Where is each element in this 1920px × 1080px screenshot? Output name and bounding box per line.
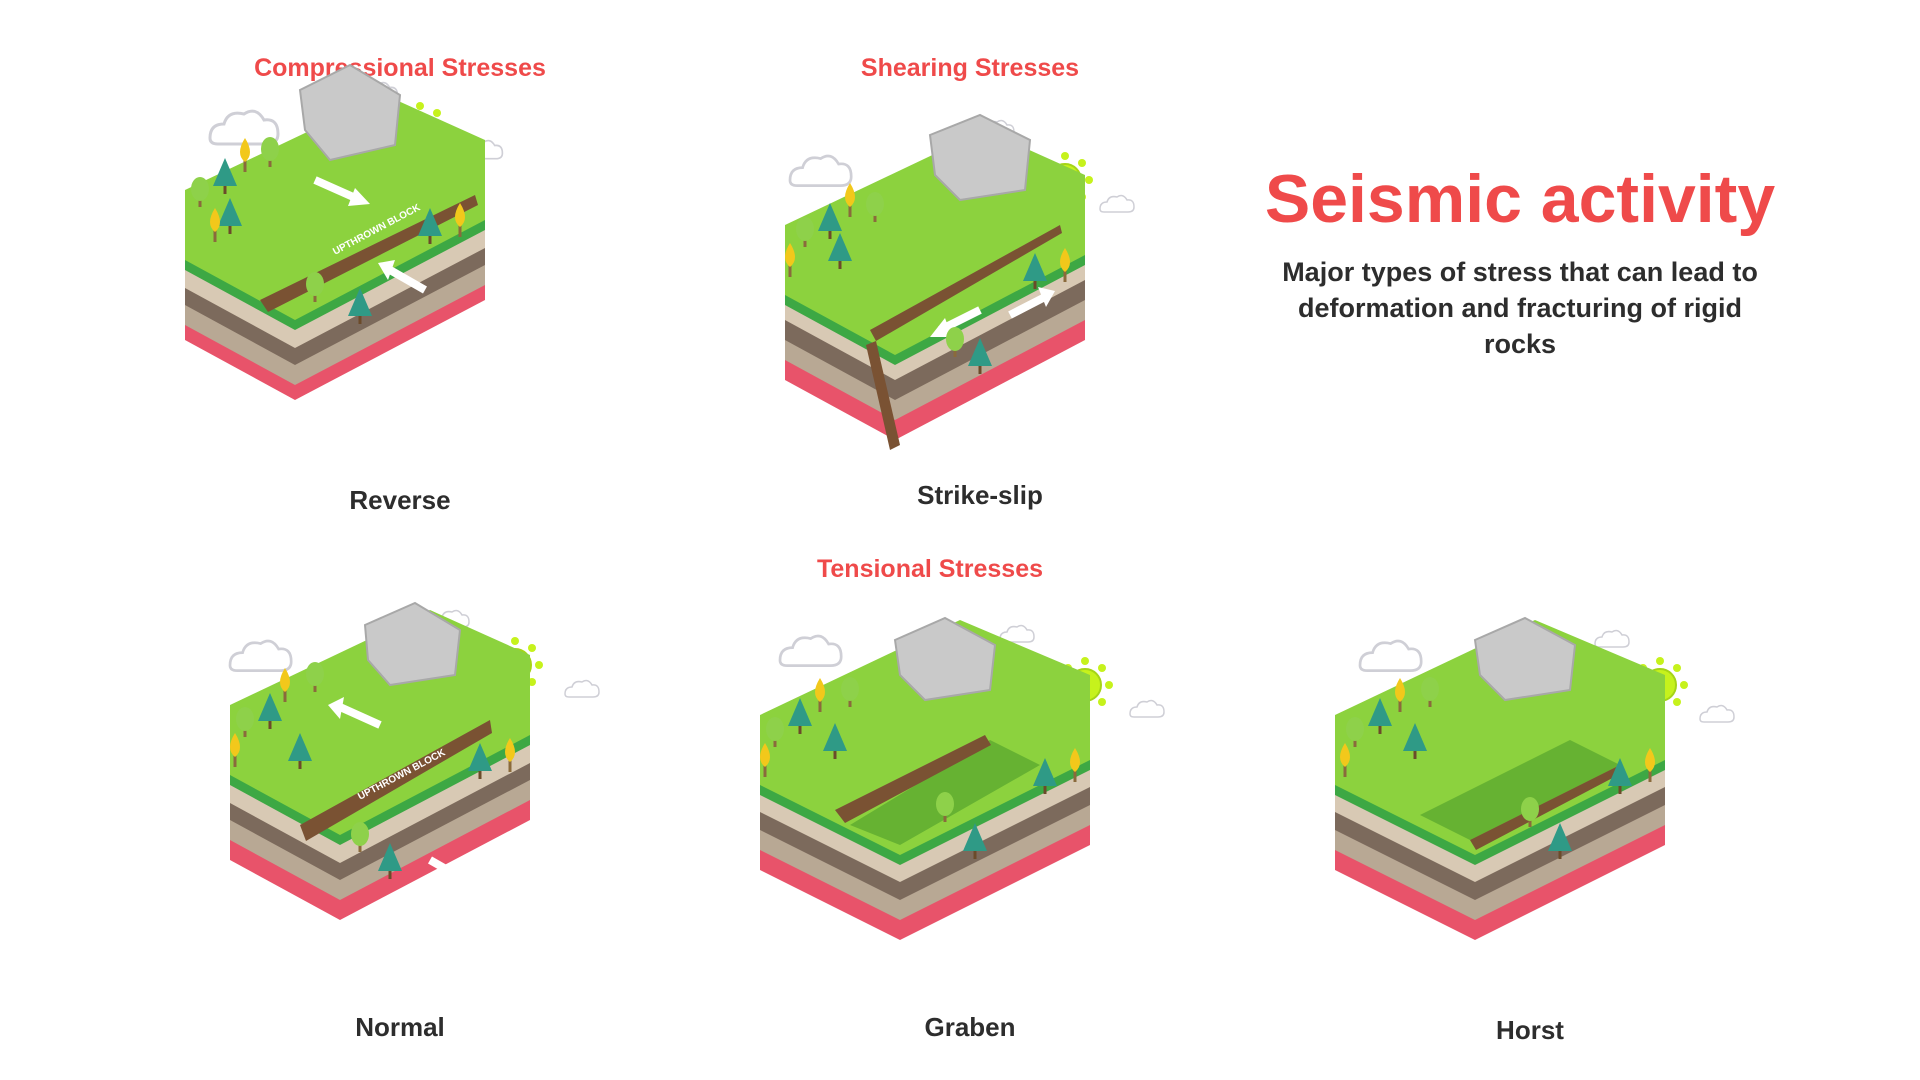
strike-slip-fault-diagram — [785, 113, 1135, 450]
tensional-stresses-heading: Tensional Stresses — [816, 555, 1044, 583]
reverse-fault-label: Reverse — [349, 485, 451, 515]
reverse-downthrown-block-label: DOWNTHROWN BLOCK — [391, 349, 498, 413]
normal-fault-diagram: UPTHROWN BLOCK DOWNTHROWN BLOCK — [228, 601, 600, 935]
normal-fault-label: Normal — [355, 1012, 445, 1042]
horst-fault-diagram — [1335, 616, 1735, 940]
graben-fault-label: Graben — [924, 1012, 1016, 1042]
page-title: Seismic activity — [1264, 161, 1776, 237]
compressional-stresses-heading: Compressional Stresses — [254, 54, 546, 82]
horst-fault-label: Horst — [1496, 1015, 1564, 1045]
graben-fault-diagram — [760, 616, 1165, 940]
strike-slip-fault-label: Strike-slip — [917, 480, 1043, 510]
page-subtitle: Major types of stress that can lead to d… — [1282, 257, 1758, 359]
shearing-stresses-heading: Shearing Stresses — [860, 54, 1080, 82]
reverse-fault-diagram: UPTHROWN BLOCK DOWNTHROWN BLOCK — [185, 63, 504, 413]
